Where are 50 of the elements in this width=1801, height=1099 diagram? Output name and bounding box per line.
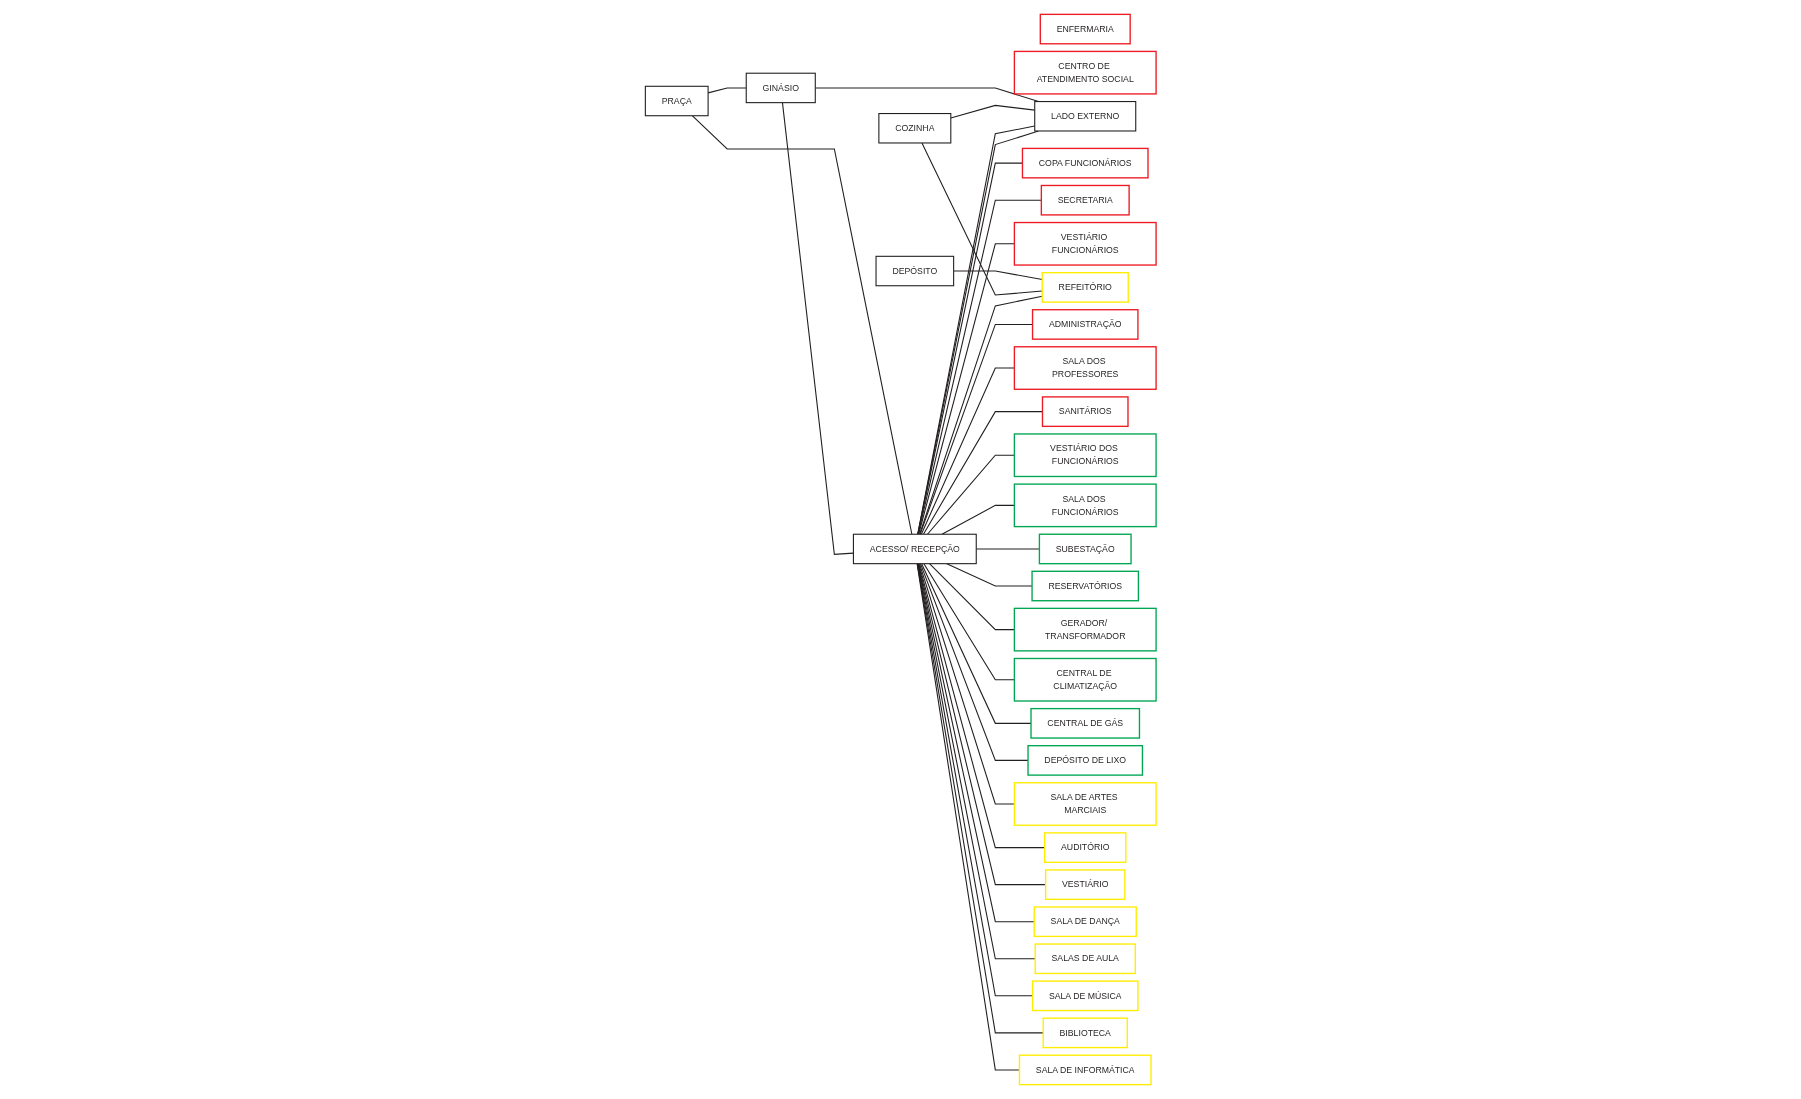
connector — [920, 563, 1032, 724]
connector — [922, 411, 1043, 535]
connector — [918, 295, 1043, 535]
node-box: SALA DE DANÇA — [1033, 906, 1137, 938]
connector — [921, 142, 1043, 296]
connector — [916, 563, 1044, 1034]
connector — [917, 243, 1015, 535]
node-box: PRAÇA — [644, 85, 709, 117]
node-box: BIBLIOTECA — [1042, 1017, 1128, 1049]
node-box: COPA FUNCIONÁRIOS — [1021, 147, 1149, 179]
node-box: DEPÓSITO DE LIXO — [1027, 745, 1143, 776]
node-box: GINÁSIO — [745, 72, 816, 104]
node-box: VESTIÁRIO — [1044, 869, 1126, 901]
node-box: SALA DE MÚSICA — [1031, 980, 1139, 1012]
connector — [918, 563, 1015, 805]
node-box: ENFERMARIA — [1039, 13, 1131, 45]
connector — [926, 454, 1015, 535]
connector — [917, 162, 1023, 535]
connector — [928, 563, 1015, 631]
node-box: SECRETARIA — [1040, 184, 1130, 216]
node-box: CENTRO DE ATENDIMENTO SOCIAL — [1013, 50, 1157, 95]
node-box: COZINHA — [878, 113, 952, 144]
node-box: AUDITÓRIO — [1043, 832, 1127, 863]
node-box: ADMINISTRAÇÃO — [1031, 309, 1139, 340]
node-box: CENTRAL DE GÁS — [1030, 707, 1140, 739]
node-box: DEPÓSITO — [875, 255, 954, 287]
connector — [691, 115, 913, 535]
node-box: ACESSO/ RECEPÇÃO — [852, 533, 977, 565]
connector — [781, 102, 854, 555]
connector — [923, 563, 1015, 681]
node-box: SALAS DE AULA — [1034, 943, 1136, 975]
node-box: LADO EXTERNO — [1033, 101, 1137, 132]
connector — [916, 563, 1020, 1071]
connector — [917, 199, 1042, 535]
node-box: CENTRAL DE CLIMATIZAÇÃO — [1013, 657, 1157, 702]
node-box: GERADOR/ TRANSFORMADOR — [1013, 607, 1157, 652]
node-box: SUBESTAÇÃO — [1038, 533, 1132, 565]
node-box: SANITÁRIOS — [1041, 396, 1129, 427]
node-box: VESTIÁRIO FUNCIONÁRIOS — [1013, 221, 1157, 266]
node-box: SALA DE ARTES MARCIAIS — [1013, 782, 1157, 826]
node-box: SALA DOS PROFESSORES — [1013, 346, 1157, 390]
connector — [941, 504, 1015, 535]
node-box: RESERVATÓRIOS — [1031, 570, 1139, 602]
connector — [920, 367, 1015, 535]
node-box: SALA DOS FUNCIONÁRIOS — [1013, 483, 1157, 528]
node-box: VESTIÁRIO DOS FUNCIONÁRIOS — [1013, 433, 1157, 478]
connector — [707, 87, 747, 94]
node-box: SALA DE INFORMÁTICA — [1018, 1054, 1152, 1086]
node-box: REFEITÓRIO — [1041, 272, 1129, 303]
connector — [919, 323, 1033, 535]
